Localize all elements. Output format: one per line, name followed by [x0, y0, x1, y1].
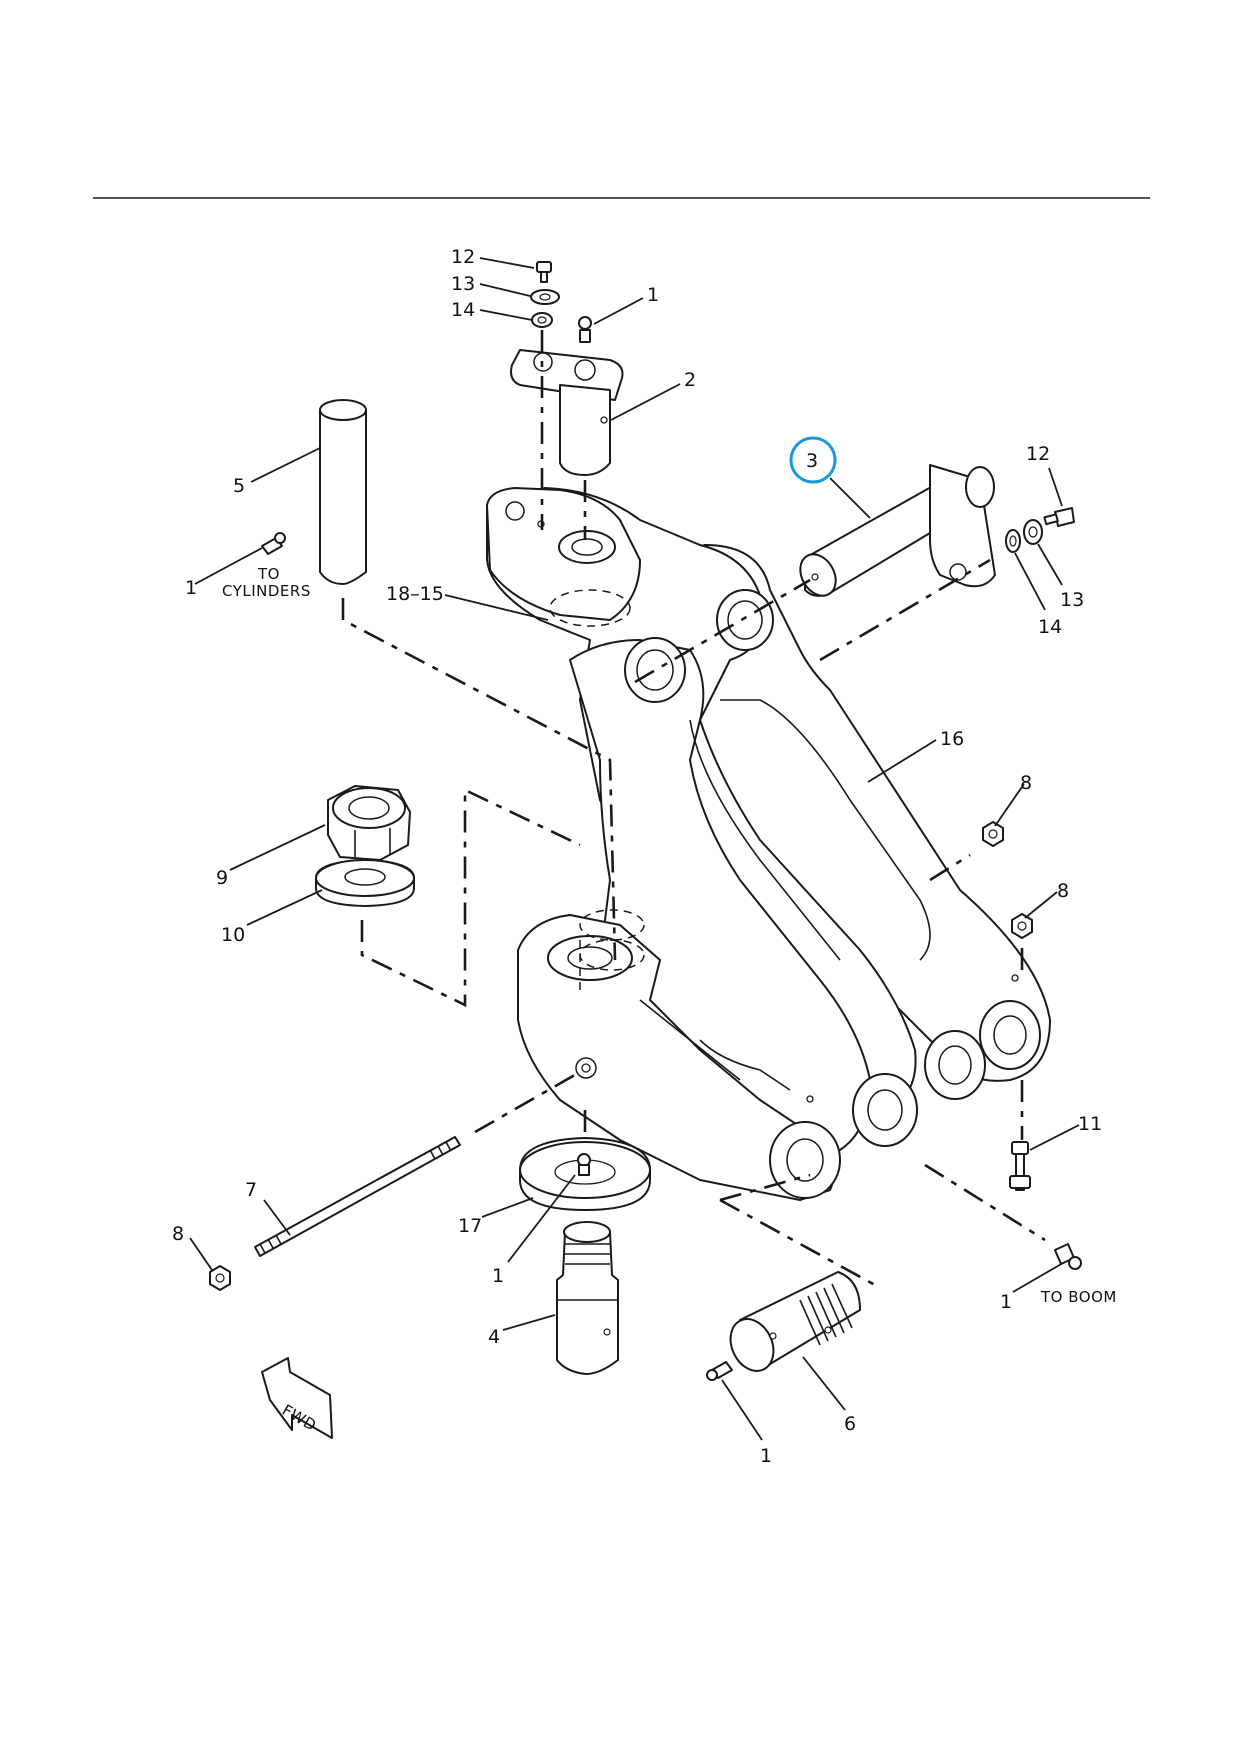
grease-fitting-part-1-cylinders — [261, 532, 286, 555]
callout-12-top: 12 — [451, 246, 475, 268]
washer-part-14-top — [531, 312, 553, 328]
grease-fitting-part-1-boom — [1054, 1243, 1082, 1270]
washer-part-10 — [315, 859, 415, 907]
callout-13-right: 13 — [1060, 589, 1084, 611]
assembly-line-nut-9 — [360, 787, 581, 1008]
callout-1-lower: 1 — [492, 1265, 504, 1287]
callout-14-right: 14 — [1038, 616, 1062, 638]
highlight-circle — [789, 436, 837, 484]
pin-part-5 — [319, 399, 367, 585]
callout-1-boom: 1 — [1000, 1291, 1012, 1313]
assembly-line-nut-8 — [929, 853, 971, 882]
callout-5: 5 — [233, 475, 245, 497]
grease-fitting-part-1-plate — [577, 1153, 591, 1176]
callout-2: 2 — [684, 369, 696, 391]
callout-1-bottom: 1 — [760, 1445, 772, 1467]
leader-lines — [189, 257, 1080, 1441]
note-to-cylinders-line2: CYLINDERS — [222, 582, 311, 600]
callout-18-15: 18–15 — [386, 583, 444, 605]
top-pin-part-2 — [510, 349, 624, 476]
assembly-line-pin-6-b — [719, 1198, 876, 1287]
callout-17: 17 — [458, 1215, 482, 1237]
pin-part-6 — [729, 1271, 861, 1372]
callout-9: 9 — [216, 867, 228, 889]
assembly-line-pin-5 — [341, 598, 617, 961]
washer-part-14-right — [1005, 529, 1021, 553]
callout-13-top: 13 — [451, 273, 475, 295]
bolt-part-12-top — [536, 261, 552, 283]
nut-part-9 — [327, 785, 411, 861]
washer-part-13-right — [1023, 519, 1043, 545]
assembly-line-rod-7 — [474, 1070, 581, 1134]
nut-part-8-upper — [982, 821, 1004, 847]
callout-10: 10 — [221, 924, 245, 946]
callout-12-right: 12 — [1026, 443, 1050, 465]
note-to-cylinders-line1: TO — [257, 565, 280, 583]
note-to-boom: TO BOOM — [1040, 1288, 1117, 1306]
pin-part-4 — [556, 1221, 619, 1375]
highlighted-callout-3: 3 — [789, 436, 837, 484]
callout-8-left: 8 — [172, 1223, 184, 1245]
nut-part-8-left — [209, 1265, 231, 1291]
bolt-part-12-right — [1043, 507, 1075, 527]
callout-3: 3 — [806, 450, 818, 472]
grease-fitting-part-1-top — [578, 316, 592, 343]
grease-fitting-part-1-pin-6 — [706, 1361, 733, 1381]
pin-part-3 — [799, 464, 996, 597]
forward-arrow-icon: FWD — [261, 1357, 333, 1439]
tie-rod-part-7 — [254, 1136, 461, 1257]
assembly-line-pin-6 — [719, 1173, 811, 1202]
callout-8-b: 8 — [1057, 880, 1069, 902]
callout-16: 16 — [940, 728, 964, 750]
callout-4: 4 — [488, 1326, 500, 1348]
callout-8-a: 8 — [1020, 772, 1032, 794]
callout-1-cylinders: 1 — [185, 577, 197, 599]
callout-14-top: 14 — [451, 299, 475, 321]
callout-6: 6 — [844, 1413, 856, 1435]
callout-1-top: 1 — [647, 284, 659, 306]
bolt-part-11 — [1009, 1141, 1031, 1191]
callout-11: 11 — [1078, 1113, 1102, 1135]
swing-frame-part-16 — [486, 487, 1051, 1201]
washer-part-13-top — [530, 289, 560, 305]
nut-part-8-middle — [1011, 913, 1033, 939]
callout-7: 7 — [245, 1179, 257, 1201]
assembly-line-pin-3-b — [634, 578, 811, 684]
assembly-line-pin-3 — [819, 558, 991, 662]
